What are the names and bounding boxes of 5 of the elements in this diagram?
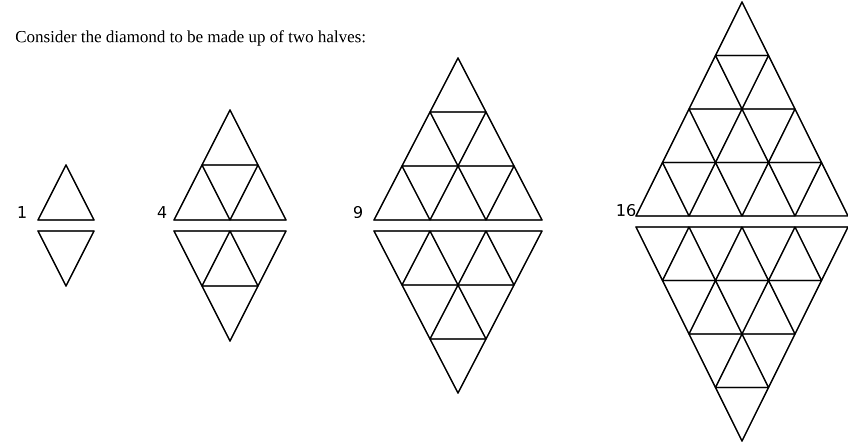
title: Consider the diamond to be made up of two halves: — [16, 30, 365, 46]
count-label: 9 — [354, 206, 362, 218]
count-label: 1 — [18, 206, 26, 218]
count-label: 4 — [158, 206, 166, 218]
count-label: 16 — [618, 204, 636, 216]
